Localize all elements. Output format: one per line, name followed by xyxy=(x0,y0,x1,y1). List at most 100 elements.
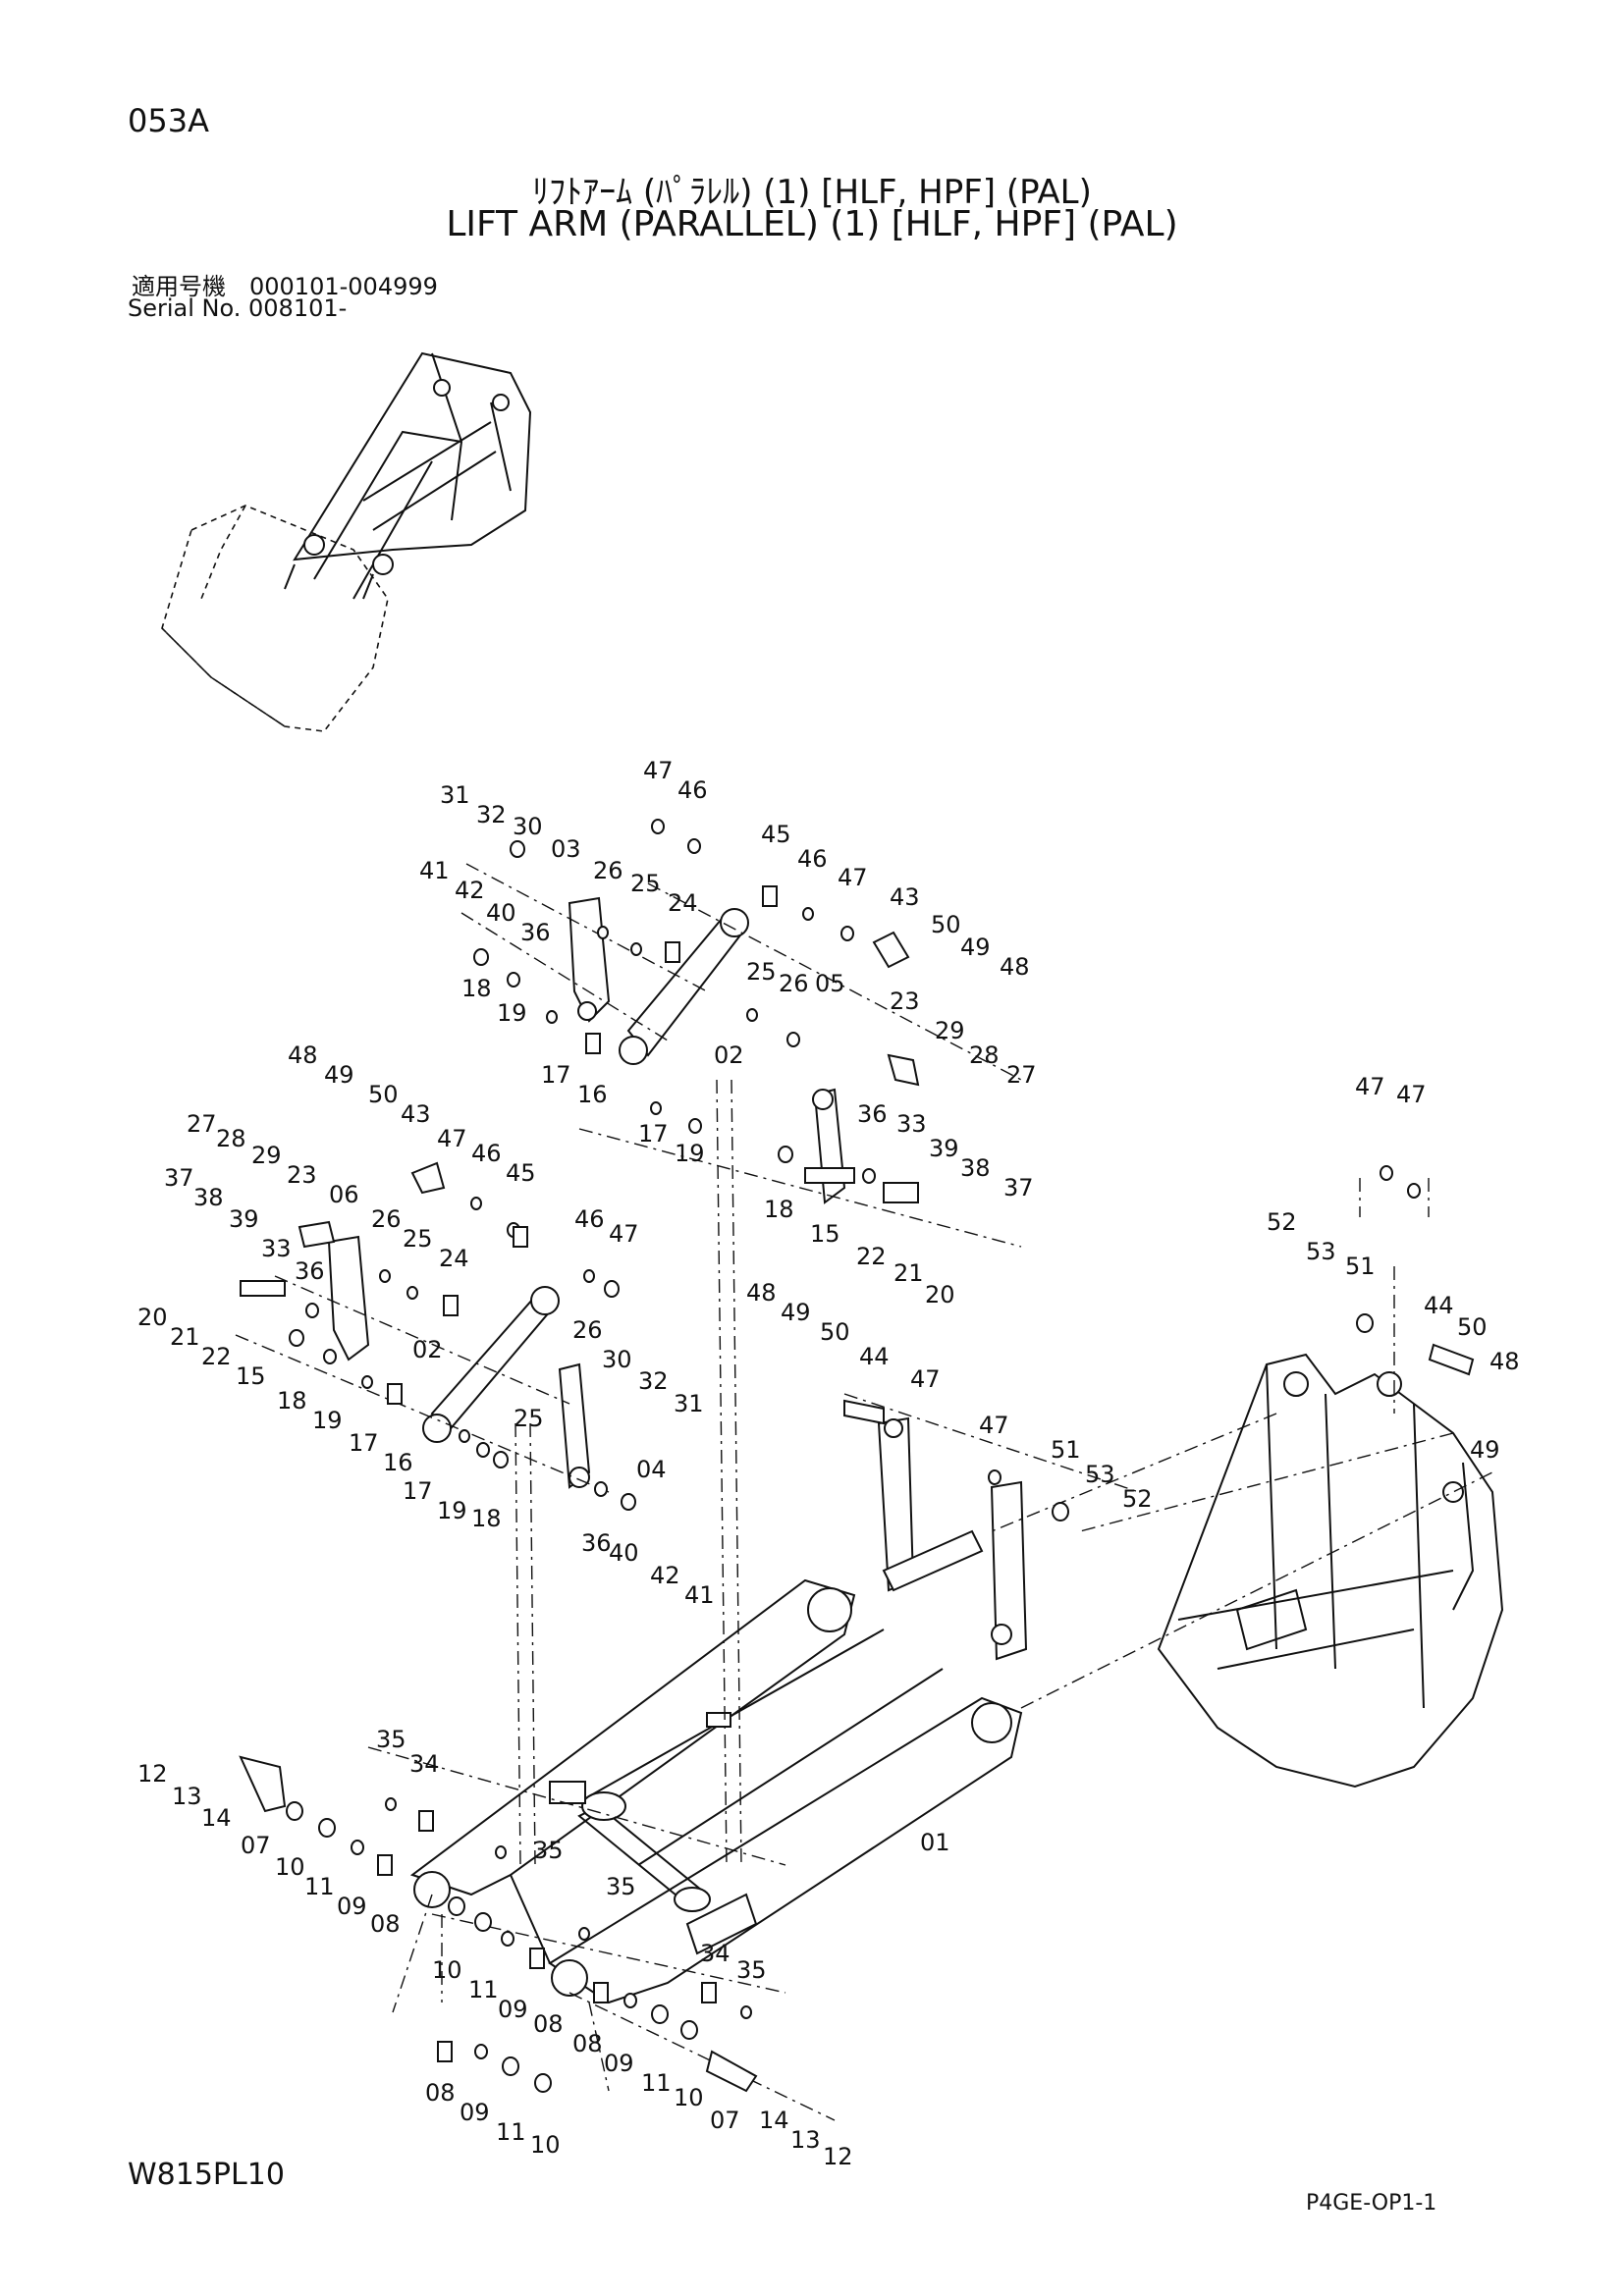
part-label: 17 xyxy=(638,1120,669,1148)
part-label: 47 xyxy=(838,864,868,891)
part-label: 35 xyxy=(533,1837,564,1864)
part-label: 14 xyxy=(759,2107,789,2134)
chassis-front-frame xyxy=(1157,1353,1504,1789)
part-label: 50 xyxy=(368,1081,399,1108)
part-label: 26 xyxy=(572,1316,603,1344)
part-label: 45 xyxy=(761,821,791,848)
part-label: 45 xyxy=(506,1159,536,1187)
part-label: 27 xyxy=(1006,1061,1037,1089)
serial-range-japanese: 適用号機 000101-004999 xyxy=(132,273,438,300)
part-label: 39 xyxy=(229,1205,259,1233)
part-label: 42 xyxy=(455,877,485,904)
part-label: 14 xyxy=(201,1804,232,1832)
part-label: 43 xyxy=(401,1100,431,1128)
part-label: 46 xyxy=(574,1205,605,1233)
part-label: 25 xyxy=(514,1405,544,1432)
part-label: 13 xyxy=(172,1783,202,1810)
part-label: 33 xyxy=(261,1235,292,1262)
part-label: 38 xyxy=(960,1154,991,1182)
part-label: 46 xyxy=(471,1140,502,1167)
part-label: 28 xyxy=(969,1041,1000,1069)
part-label: 49 xyxy=(1470,1436,1500,1464)
part-label: 35 xyxy=(376,1726,406,1753)
part-label: 18 xyxy=(461,975,492,1002)
part-label: 15 xyxy=(810,1220,840,1248)
part-label: 11 xyxy=(496,2118,526,2146)
part-label: 21 xyxy=(893,1259,924,1287)
part-label: 25 xyxy=(746,958,777,986)
serial-range-english: Serial No. 008101- xyxy=(128,294,348,322)
part-label: 16 xyxy=(577,1081,608,1108)
part-label: 47 xyxy=(979,1412,1009,1439)
part-label: 36 xyxy=(857,1100,888,1128)
part-label: 33 xyxy=(896,1110,927,1138)
title-japanese: ﾘﾌﾄｱｰﾑ (ﾊﾟﾗﾚﾙ) (1) [HLF, HPF] (PAL) xyxy=(532,173,1092,212)
part-label: 50 xyxy=(820,1318,850,1346)
part-label: 08 xyxy=(425,2079,456,2107)
part-label: 16 xyxy=(383,1449,413,1476)
part-label: 06 xyxy=(329,1181,359,1208)
part-label: 09 xyxy=(498,1996,528,2023)
part-label: 31 xyxy=(674,1390,704,1417)
part-label: 50 xyxy=(931,911,961,938)
part-label: 35 xyxy=(606,1873,636,1900)
part-label: 26 xyxy=(371,1205,402,1233)
part-label: 08 xyxy=(533,2010,564,2038)
part-label: 40 xyxy=(486,899,516,927)
part-label: 53 xyxy=(1085,1461,1115,1488)
part-label: 43 xyxy=(890,883,920,911)
part-label: 12 xyxy=(137,1760,168,1788)
part-label: 20 xyxy=(925,1281,955,1308)
part-label: 02 xyxy=(412,1336,443,1363)
part-label: 47 xyxy=(643,757,674,784)
part-label: 52 xyxy=(1122,1485,1153,1513)
part-label: 40 xyxy=(609,1539,639,1567)
part-label: 47 xyxy=(910,1365,941,1393)
page-code: 053A xyxy=(128,102,209,139)
part-label: 07 xyxy=(710,2107,740,2134)
part-label: 17 xyxy=(403,1477,433,1505)
part-label: 46 xyxy=(797,845,828,873)
part-label: 28 xyxy=(216,1125,246,1152)
part-label: 29 xyxy=(251,1142,282,1169)
part-label: 10 xyxy=(432,1956,462,1984)
part-label: 48 xyxy=(1000,953,1030,981)
part-label: 49 xyxy=(324,1061,354,1089)
part-label: 21 xyxy=(170,1323,200,1351)
part-label: 10 xyxy=(530,2131,561,2159)
part-label: 48 xyxy=(1489,1348,1520,1375)
part-label: 26 xyxy=(593,857,623,884)
linkage-upper-left xyxy=(327,1235,591,1489)
part-label: 38 xyxy=(193,1184,224,1211)
part-label: 51 xyxy=(1051,1436,1081,1464)
part-label: 36 xyxy=(581,1529,612,1557)
part-label: 37 xyxy=(1003,1174,1034,1201)
part-label: 11 xyxy=(641,2069,672,2097)
part-label: 51 xyxy=(1345,1253,1376,1280)
part-label: 27 xyxy=(187,1110,217,1138)
part-label: 34 xyxy=(409,1750,440,1778)
part-label: 10 xyxy=(674,2084,704,2111)
part-label: 25 xyxy=(403,1225,433,1253)
small-parts-hardware xyxy=(239,819,1475,2093)
part-label: 11 xyxy=(304,1873,335,1900)
lift-arm-frame-01 xyxy=(409,1578,1023,2004)
part-label: 34 xyxy=(700,1940,731,1967)
part-label: 08 xyxy=(370,1910,401,1938)
drawing-code: W815PL10 xyxy=(128,2158,285,2192)
part-label: 26 xyxy=(779,970,809,997)
part-label: 35 xyxy=(736,1956,767,1984)
part-label: 19 xyxy=(437,1497,467,1524)
part-label: 03 xyxy=(551,835,581,863)
part-label: 49 xyxy=(960,934,991,961)
part-label: 11 xyxy=(468,1976,499,2003)
part-label: 52 xyxy=(1267,1208,1297,1236)
part-label: 46 xyxy=(677,776,708,804)
part-label: 48 xyxy=(288,1041,318,1069)
part-label: 18 xyxy=(471,1505,502,1532)
part-label: 30 xyxy=(602,1346,632,1373)
part-label: 29 xyxy=(935,1017,965,1044)
part-label: 44 xyxy=(859,1343,890,1370)
part-label: 44 xyxy=(1424,1292,1454,1319)
